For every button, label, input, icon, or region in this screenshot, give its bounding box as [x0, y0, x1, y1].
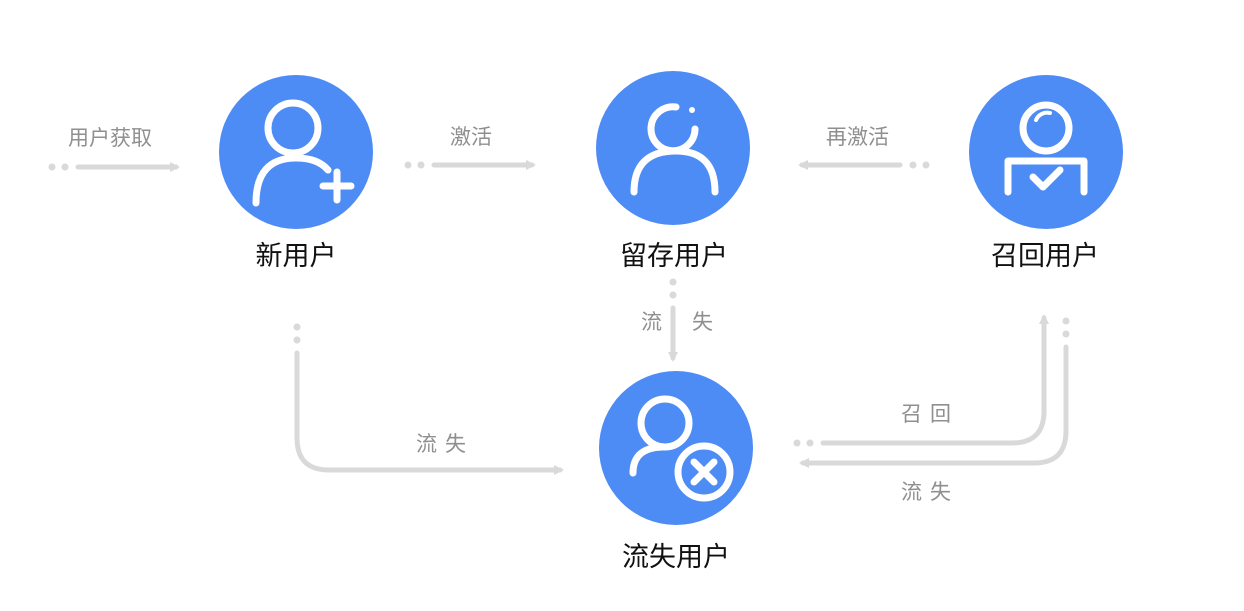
label-new-churn: 流失: [416, 432, 474, 456]
node-recalled-user: [969, 75, 1123, 229]
user-loop-icon: [630, 103, 719, 196]
node-churned-user: [599, 371, 753, 525]
connector-recalled-churn: [799, 317, 1070, 468]
node-label-new-user: 新用户: [255, 241, 337, 272]
connector-acquisition: [48, 162, 180, 172]
label-retained-churn: 流失: [641, 310, 743, 334]
label-activate: 激活: [450, 125, 492, 149]
connector-activate: [404, 160, 536, 170]
user-badge-check-icon: [1004, 101, 1088, 196]
label-acquisition: 用户获取: [68, 126, 152, 150]
label-recalled-churn: 流失: [901, 480, 959, 504]
user-plus-icon: [252, 99, 355, 207]
node-label-retained-user: 留存用户: [620, 241, 728, 272]
connector-recall: [793, 314, 1049, 447]
connector-reactivate: [798, 160, 930, 170]
connector-new-churn: [293, 323, 564, 475]
label-recall: 召回: [901, 402, 959, 426]
node-label-churned-user: 流失用户: [622, 542, 730, 573]
node-label-recalled-user: 召回用户: [991, 241, 1099, 272]
node-retained-user: [596, 71, 750, 225]
connector-retained-churn: [668, 278, 678, 362]
label-reactivate: 再激活: [826, 125, 889, 149]
user-x-icon: [629, 395, 734, 502]
node-new-user: [219, 75, 373, 229]
